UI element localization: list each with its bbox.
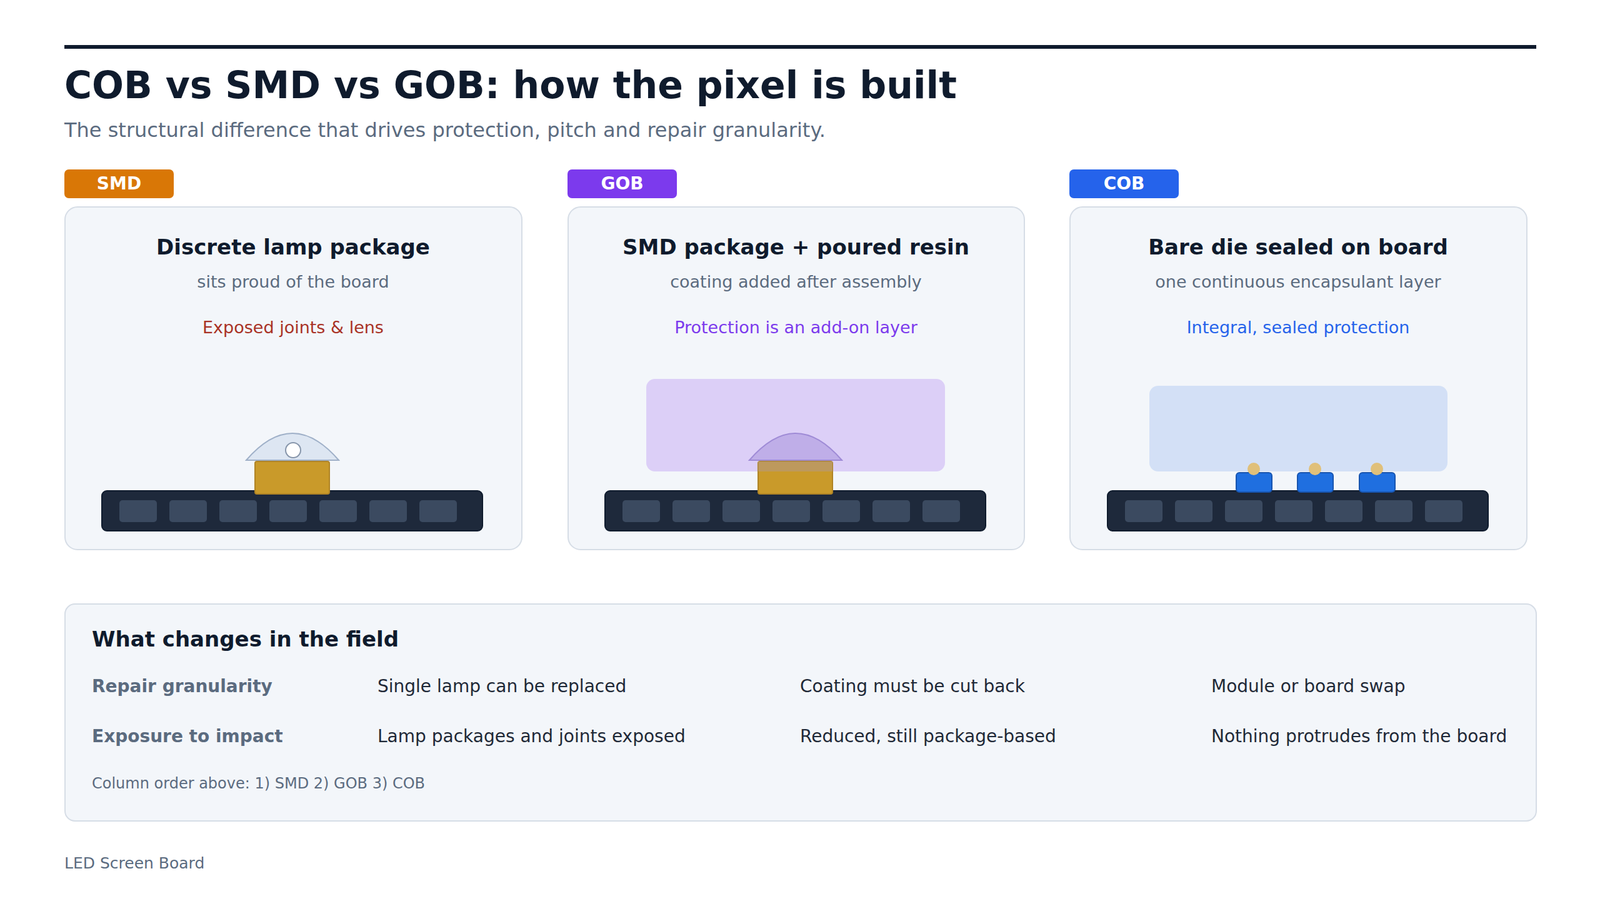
table-note: Column order above: 1) SMD 2) GOB 3) COB bbox=[91, 773, 425, 793]
row-label: Exposure to impact bbox=[91, 725, 284, 747]
tag-label: COB bbox=[1069, 169, 1179, 199]
table-cell: Lamp packages and joints exposed bbox=[377, 725, 686, 747]
card-note: Integral, sealed protection bbox=[1186, 316, 1410, 339]
card-heading: SMD package + poured resin bbox=[622, 233, 970, 261]
panel-heading: What changes in the field bbox=[91, 625, 399, 653]
table-cell: Coating must be cut back bbox=[800, 675, 1025, 697]
card-note: Exposed joints & lens bbox=[202, 316, 384, 339]
card: COBBare die sealed on boardone continuou… bbox=[1069, 206, 1527, 550]
footer-label: LED Screen Board bbox=[64, 853, 205, 873]
caption: The structural difference that drives pr… bbox=[64, 117, 826, 143]
title: COB vs SMD vs GOB: how the pixel is buil… bbox=[64, 62, 957, 108]
panel-frame bbox=[65, 603, 1537, 821]
table-cell: Single lamp can be replaced bbox=[377, 675, 627, 697]
card-frame bbox=[1070, 206, 1527, 550]
table-cell: Reduced, still package-based bbox=[800, 725, 1057, 747]
card-subtitle: one continuous encapsulant layer bbox=[1155, 271, 1441, 293]
smd-pixel bbox=[101, 433, 483, 531]
cob-pixel bbox=[1107, 385, 1489, 531]
card-subtitle: coating added after assembly bbox=[670, 271, 922, 293]
card-frame bbox=[65, 206, 522, 550]
top-rule bbox=[64, 45, 1537, 49]
card-heading: Bare die sealed on board bbox=[1148, 233, 1449, 261]
card-note: Protection is an add-on layer bbox=[674, 316, 918, 339]
card-heading: Discrete lamp package bbox=[156, 233, 430, 261]
gob-pixel bbox=[605, 378, 986, 531]
table-cell: Module or board swap bbox=[1211, 675, 1405, 697]
tag-label: SMD bbox=[64, 169, 174, 199]
row-label: Repair granularity bbox=[91, 675, 273, 697]
card-subtitle: sits proud of the board bbox=[196, 271, 389, 293]
tag-label: GOB bbox=[567, 169, 677, 199]
card: GOBSMD package + poured resincoating add… bbox=[567, 206, 1025, 550]
table-cell: Nothing protrudes from the board bbox=[1211, 725, 1507, 747]
card: SMDDiscrete lamp packagesits proud of th… bbox=[64, 206, 522, 550]
card-frame bbox=[568, 206, 1025, 550]
